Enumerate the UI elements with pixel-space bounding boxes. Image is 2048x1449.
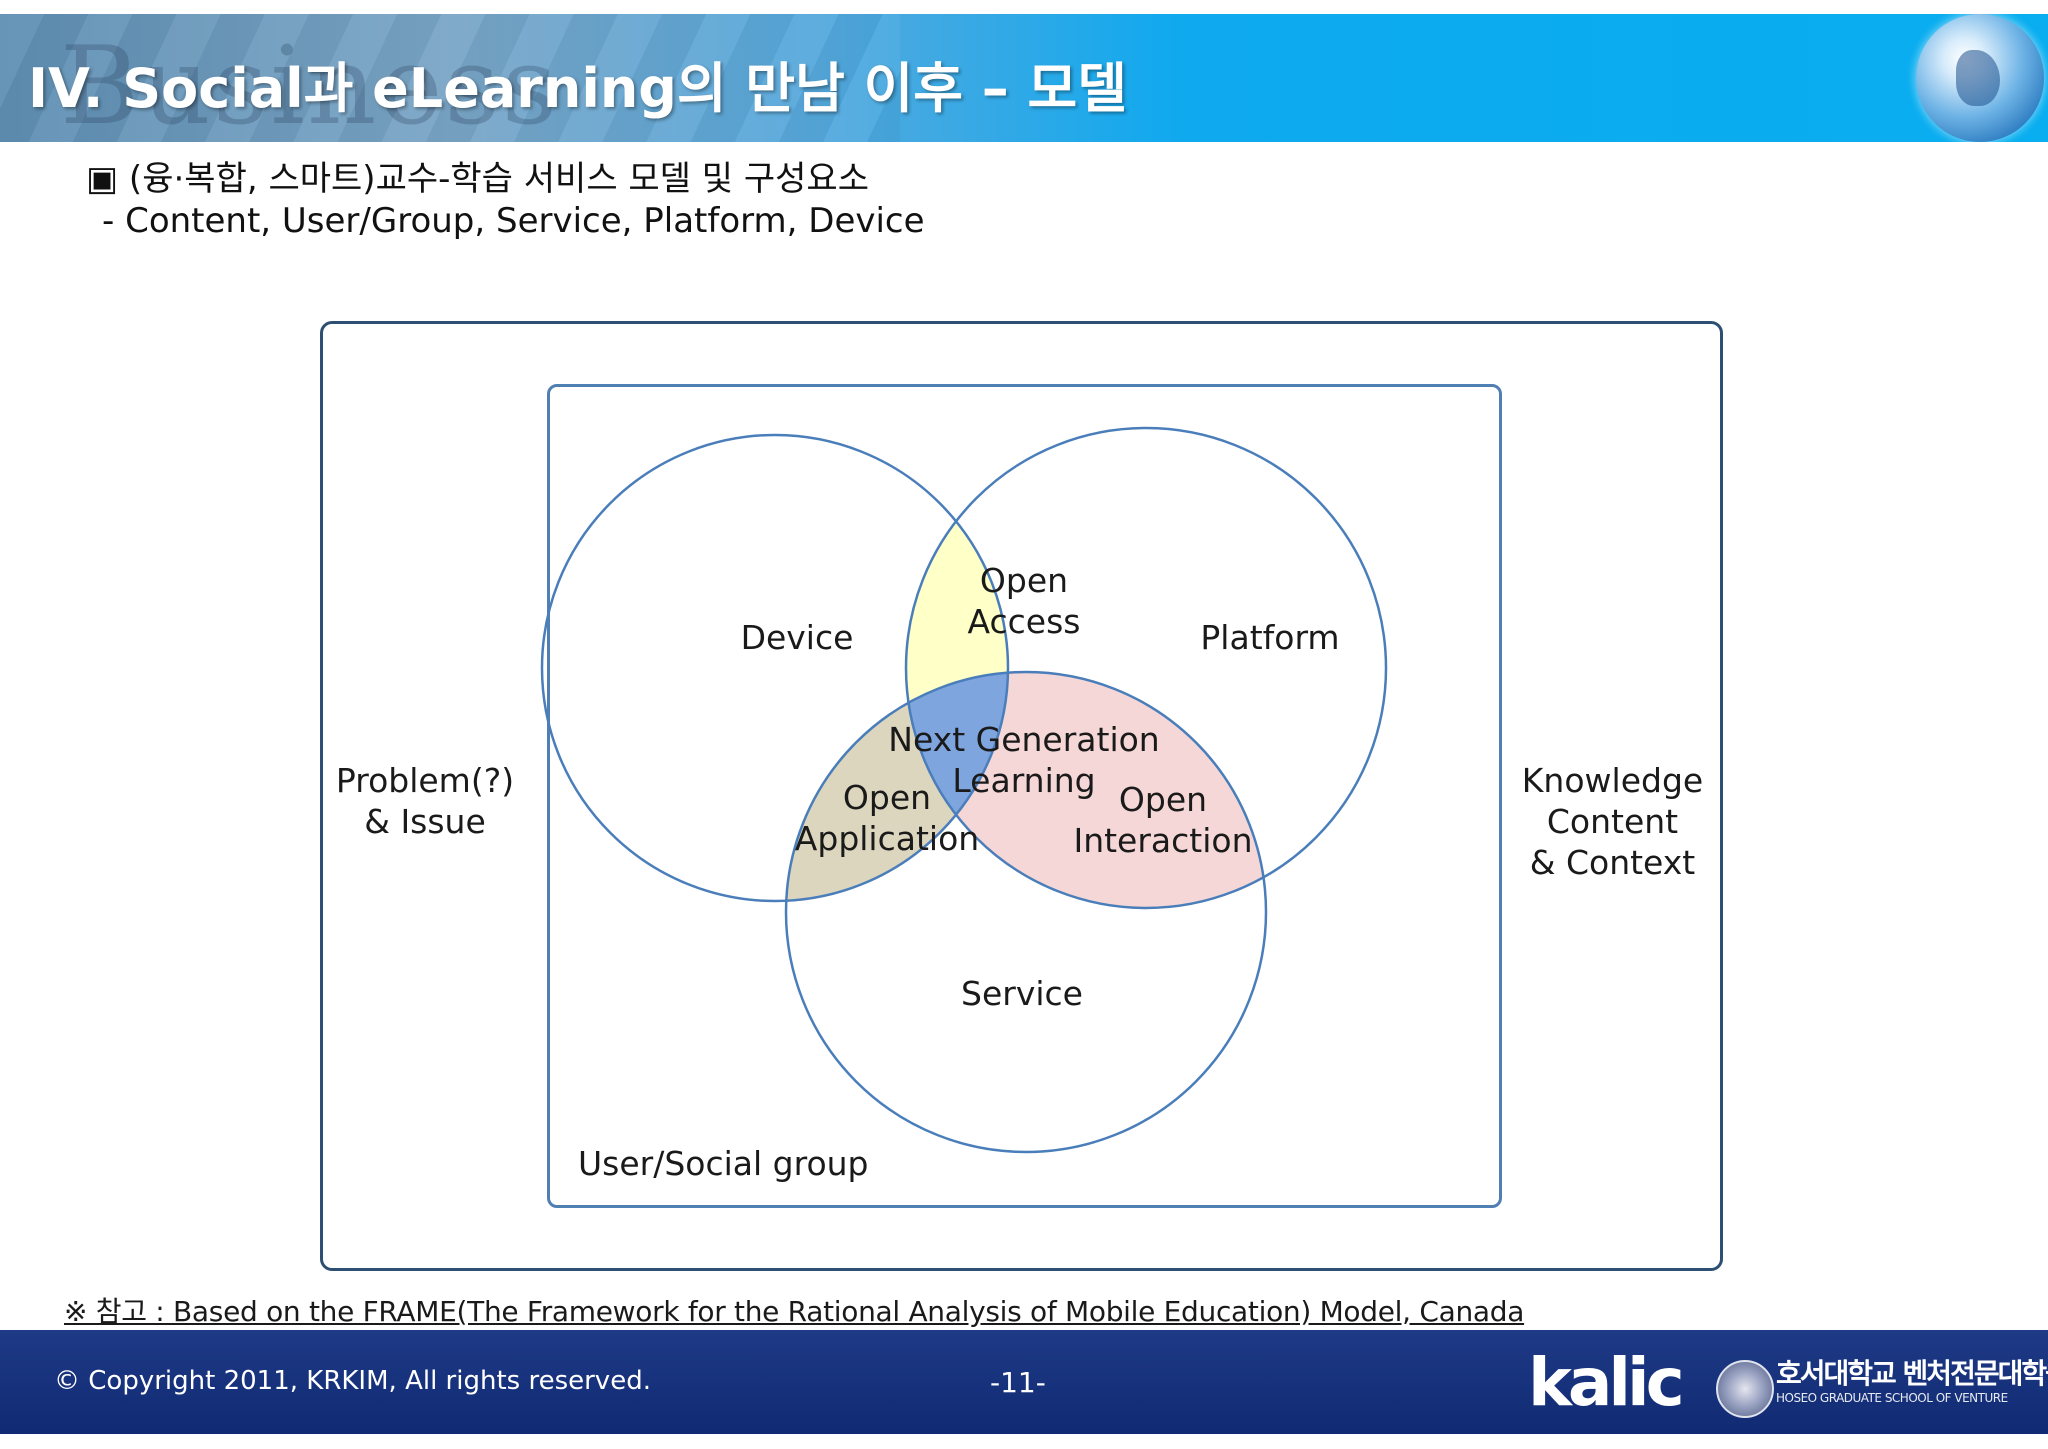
device-label: Device	[741, 618, 854, 657]
problem-issue-label: Problem(?) & Issue	[330, 760, 520, 842]
open-access-label-line2: Access	[968, 602, 1081, 641]
device-circle	[540, 433, 1010, 903]
open-interaction-region	[906, 672, 1266, 908]
service-circle	[784, 670, 1268, 1154]
inner-frame	[547, 384, 1502, 1208]
subtitle-heading: ▣ (융·복합, 스마트)교수-학습 서비스 모델 및 구성요소	[86, 159, 869, 199]
footer-bar: © Copyright 2011, KRKIM, All rights rese…	[0, 1330, 2048, 1434]
open-application-label-line1: Open	[843, 778, 931, 817]
banner-keyboard-image: Business	[0, 14, 900, 142]
open-interaction-label-line2: Interaction	[1073, 821, 1252, 860]
center-label-line1: Next Generation	[888, 720, 1159, 759]
globe-icon	[1916, 14, 2044, 142]
platform-circle	[904, 426, 1388, 910]
problem-issue-text: Problem(?) & Issue	[335, 761, 515, 841]
reference-note: ※ 참고 : Based on the FRAME(The Framework …	[64, 1295, 1525, 1328]
outer-frame	[320, 321, 1723, 1271]
user-social-group-label: User/Social group	[578, 1144, 869, 1183]
service-label: Service	[961, 974, 1083, 1013]
slide-subtitle: ▣ (융·복합, 스마트)교수-학습 서비스 모델 및 구성요소 - Conte…	[86, 158, 925, 242]
copyright-text: © Copyright 2011, KRKIM, All rights rese…	[54, 1366, 651, 1396]
knowledge-content-label: Knowledge Content & Context	[1510, 760, 1715, 883]
university-seal-icon	[1716, 1360, 1774, 1418]
platform-label: Platform	[1200, 618, 1339, 657]
center-label-line2: Learning	[952, 761, 1095, 800]
knowledge-content-text: Knowledge Content & Context	[1521, 761, 1704, 882]
institution-name-english: HOSEO GRADUATE SCHOOL OF VENTURE	[1776, 1391, 2008, 1405]
title-banner: Business IV. Social과 eLearning의 만남 이후 – …	[0, 14, 2048, 142]
institution-name: 호서대학교 벤처전문대학원 HOSEO GRADUATE SCHOOL OF V…	[1776, 1357, 2048, 1414]
open-application-region	[786, 672, 1008, 901]
open-interaction-label-line1: Open	[1119, 780, 1207, 819]
page-number: -11-	[990, 1366, 1046, 1399]
kalic-logo: kalic	[1528, 1344, 1685, 1421]
slide-title: IV. Social과 eLearning의 만남 이후 – 모델	[28, 57, 1127, 120]
institution-name-korean: 호서대학교 벤처전문대학원	[1776, 1357, 2048, 1390]
banner-background-word: Business	[60, 24, 560, 142]
subtitle-components: - Content, User/Group, Service, Platform…	[102, 201, 925, 241]
open-access-label-line1: Open	[980, 561, 1068, 600]
open-application-label-line2: Application	[795, 819, 979, 858]
